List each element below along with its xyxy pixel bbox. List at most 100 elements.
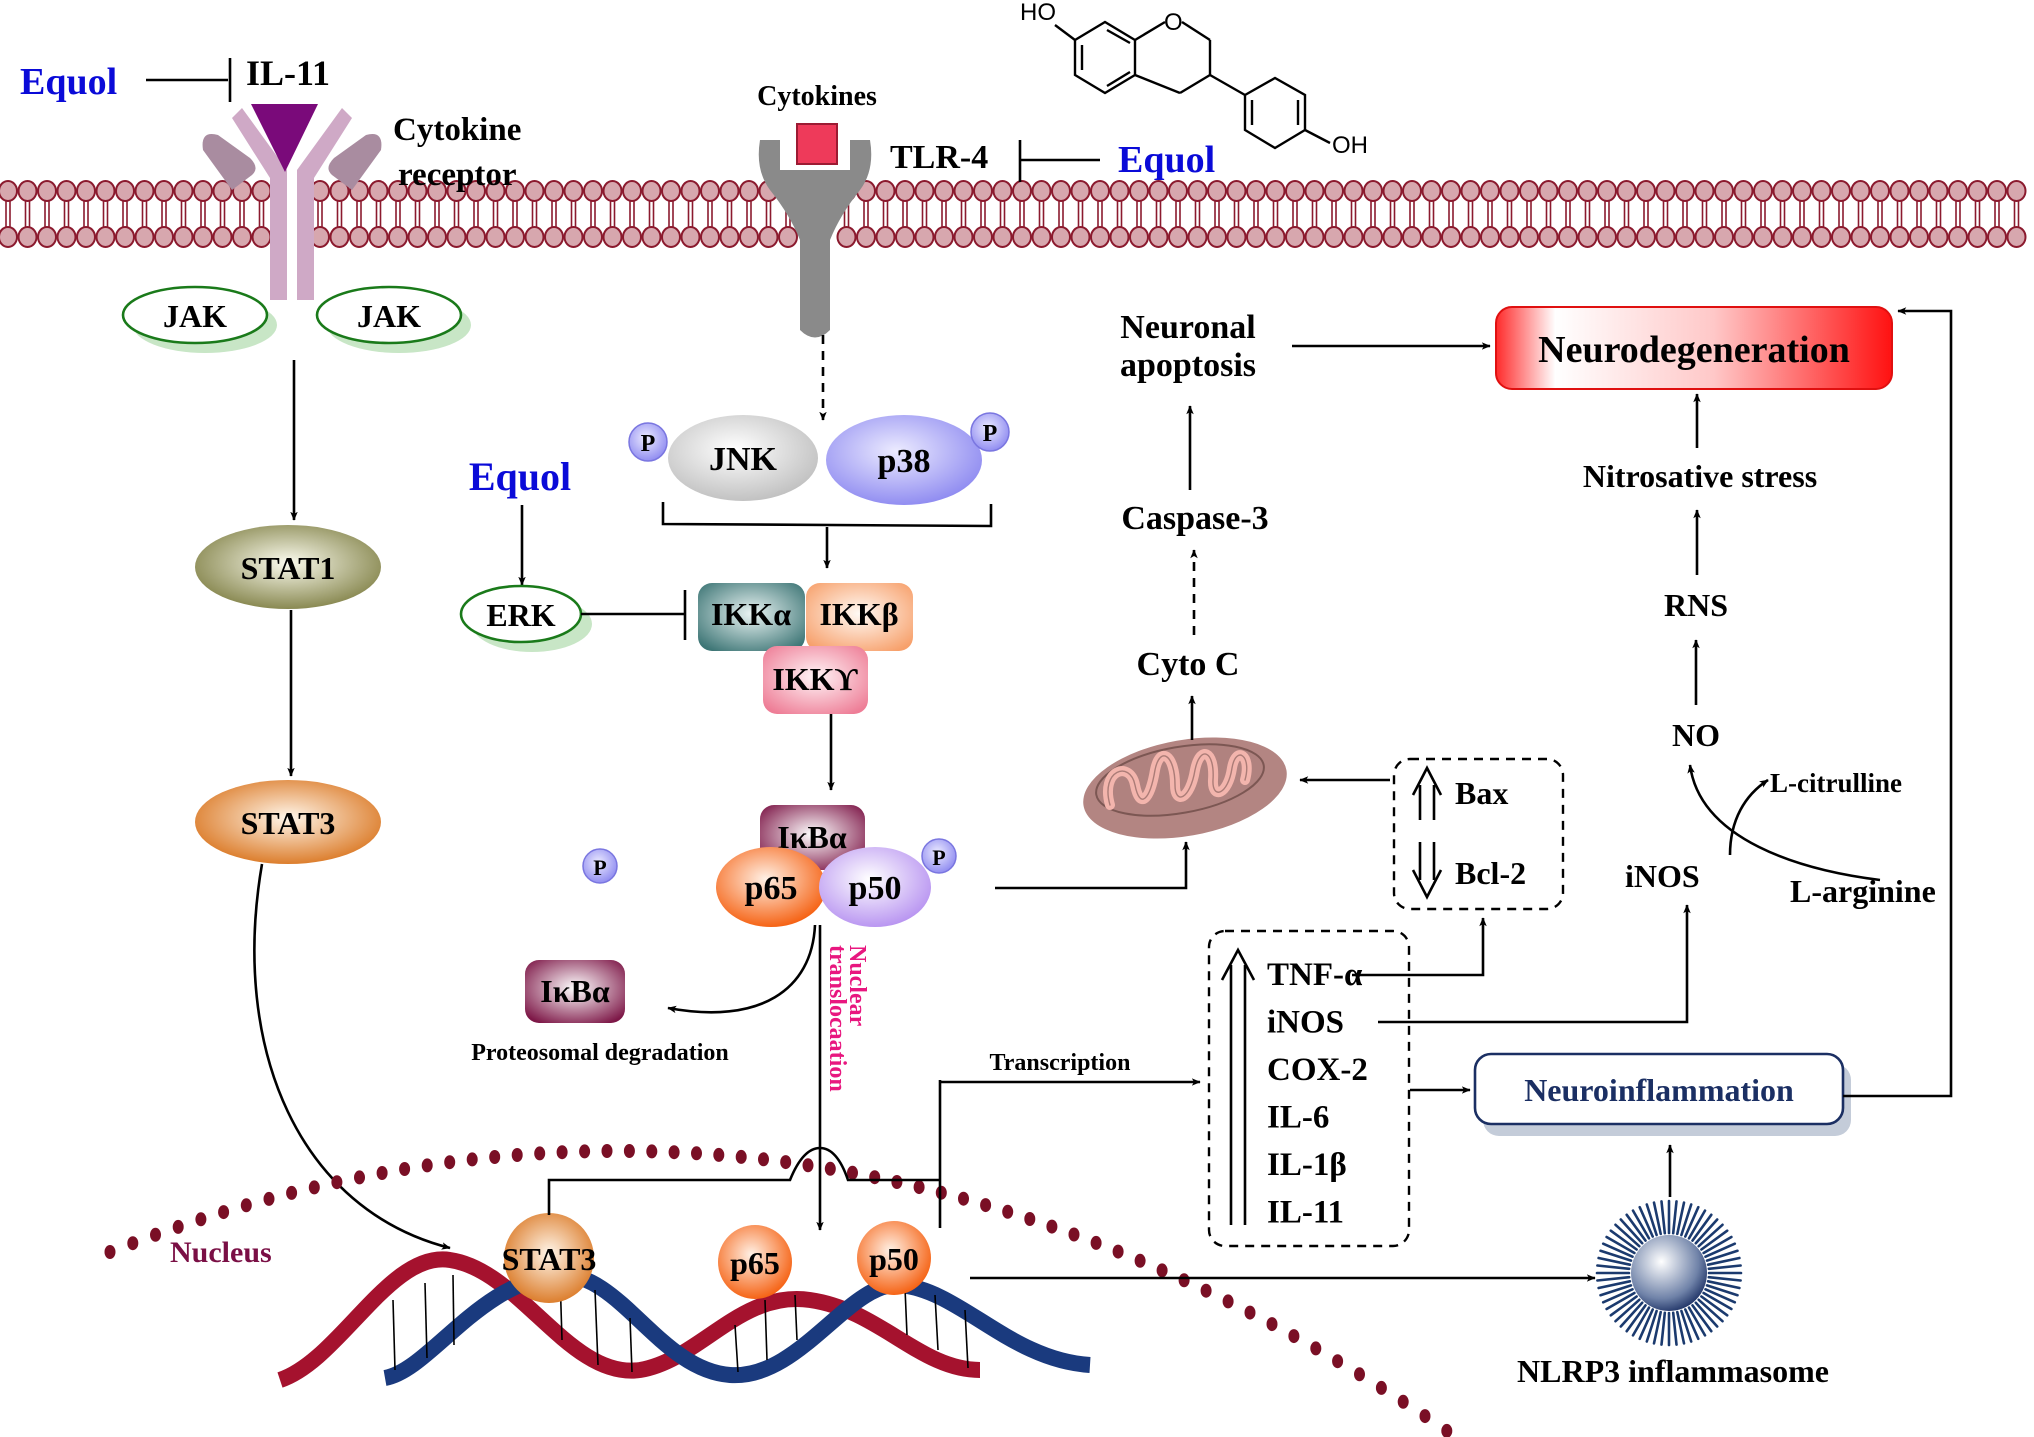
- rns-label: RNS: [1664, 587, 1728, 623]
- caspase3-label: Caspase-3: [1121, 500, 1268, 537]
- arrow-citrulline: [1728, 778, 1769, 856]
- phospho-p65-label: P: [593, 855, 606, 880]
- stat3-label: STAT3: [241, 805, 336, 841]
- ikba-degraded-node: [525, 960, 625, 1023]
- cytokines-label: Cytokines: [757, 81, 877, 112]
- phospho-p50-label: P: [932, 845, 945, 870]
- arrow-tnf-bax: [1352, 917, 1487, 977]
- receptor-label: Cytokine: [393, 112, 521, 148]
- phospho-p65: [582, 848, 618, 884]
- p50-complex-node: [819, 847, 931, 927]
- phospho-p50: [921, 838, 957, 874]
- ikk-gamma-node: [763, 646, 868, 714]
- phospho-p38-label: P: [983, 421, 998, 447]
- jak-right-label: JAK: [357, 298, 421, 334]
- cytokine-item: TNF-α: [1267, 957, 1363, 993]
- neuroinflammation-label: Neuroinflammation: [1524, 1072, 1794, 1108]
- equol-structure: [1054, 20, 1331, 150]
- neuronal-apoptosis-label-2: apoptosis: [1120, 347, 1256, 384]
- jak-left: [121, 285, 269, 345]
- nitrosative-stress-label: Nitrosative stress: [1583, 458, 1817, 494]
- phospho-jnk-label: P: [641, 431, 656, 457]
- inos-right-label: iNOS: [1625, 858, 1700, 894]
- nucleus-label: Nucleus: [170, 1236, 272, 1269]
- stat3-node: [195, 780, 381, 864]
- p50-complex-label: p50: [849, 870, 902, 907]
- arrow-inflammation-neurodegeneration: [1843, 307, 1953, 1098]
- ikk-gamma-label: IKKϒ: [772, 661, 858, 697]
- equol-label-erk: Equol: [469, 454, 571, 499]
- equol-label-tlr4: Equol: [1118, 139, 1215, 181]
- cytokine-box: [1207, 929, 1411, 1248]
- l-arginine-label: L-arginine: [1790, 873, 1936, 909]
- receptor-label-2: receptor: [398, 157, 516, 193]
- bax-bcl2-box: [1392, 757, 1565, 911]
- cytokine-ligand: [796, 123, 838, 165]
- arrow-degradation: [667, 924, 817, 1014]
- neuroinflammation-box: [1473, 1052, 1845, 1126]
- ikk-alpha-node: [698, 583, 805, 651]
- erk-label: ERK: [486, 597, 555, 633]
- nuclear-translocation-label-2: translocaation: [824, 945, 850, 1092]
- transcription-label: Transcription: [990, 1050, 1131, 1076]
- bax-up-arrow: [1411, 765, 1443, 820]
- degradation-label: Proteosomal degradation: [471, 1040, 729, 1066]
- jnk-node: [668, 415, 818, 501]
- ikba-complex-label: IκBα: [777, 819, 847, 855]
- nlrp3-inflammasome-icon: [1595, 1199, 1743, 1347]
- chem-ho-label: HO: [1020, 0, 1056, 26]
- ikk-beta-node: [806, 583, 913, 651]
- chem-oh-label: OH: [1332, 132, 1368, 159]
- p65-complex-node: [716, 847, 826, 927]
- chem-o-label: O: [1164, 9, 1183, 36]
- stat3-transcription-line: [547, 1146, 940, 1215]
- p65-complex-label: p65: [745, 870, 798, 907]
- stat1-label: STAT1: [241, 550, 336, 586]
- stat1-node: [195, 525, 381, 609]
- cytokine-item: IL-1β: [1267, 1147, 1347, 1183]
- cell-membrane: [0, 180, 2027, 248]
- mapk-bracket: [661, 502, 993, 528]
- phospho-jnk: [628, 422, 668, 462]
- l-citrulline-label: L-citrulline: [1770, 768, 1902, 798]
- bcl2-down-arrow: [1411, 842, 1443, 900]
- cytokine-item: IL-11: [1267, 1195, 1344, 1231]
- jak-right: [315, 285, 463, 345]
- upregulation-arrow: [1220, 947, 1256, 1225]
- nuclear-translocation-label: Nuclear: [844, 945, 870, 1027]
- bcl2-label: Bcl-2: [1455, 855, 1526, 891]
- cytokine-item: IL-6: [1267, 1100, 1329, 1136]
- p38-node: [826, 415, 982, 505]
- tlr4-receptor: [758, 140, 872, 338]
- p50-nuclear-label: p50: [869, 1241, 919, 1277]
- arrow-inos: [1378, 904, 1691, 1024]
- p65-nuclear-node: [718, 1225, 792, 1299]
- phospho-p38: [970, 412, 1010, 452]
- equol-label-il11: Equol: [20, 61, 117, 103]
- p38-label: p38: [878, 443, 931, 480]
- ikk-alpha-label: IKKα: [711, 596, 791, 632]
- cytokine-item: COX-2: [1267, 1052, 1368, 1088]
- arrow-arginine-no: [1687, 764, 1881, 882]
- il11-ligand: [251, 104, 318, 172]
- arrow-stat3-nucleus: [253, 863, 451, 1250]
- neuronal-apoptosis-label: Neuronal: [1120, 309, 1255, 346]
- p65-nuclear-label: p65: [730, 1245, 780, 1281]
- cytokine-receptor: [202, 104, 382, 300]
- cytokine-item: iNOS: [1267, 1005, 1344, 1041]
- nlrp3-label: NLRP3 inflammasome: [1517, 1353, 1829, 1389]
- bax-label: Bax: [1455, 775, 1508, 811]
- jnk-label: JNK: [709, 441, 778, 478]
- no-label: NO: [1672, 717, 1720, 753]
- ikba-degraded-label: IκBα: [540, 973, 610, 1009]
- cytoc-label: Cyto C: [1137, 646, 1240, 683]
- arrow-nfkb-mito: [995, 841, 1190, 890]
- p50-nuclear-node: [857, 1221, 931, 1295]
- jak-left-label: JAK: [163, 298, 227, 334]
- stat3-nuclear-label: STAT3: [502, 1241, 597, 1277]
- dna-helix: [277, 1251, 1091, 1388]
- mitochondrion-icon: [1083, 737, 1287, 839]
- ikk-beta-label: IKKβ: [819, 596, 898, 632]
